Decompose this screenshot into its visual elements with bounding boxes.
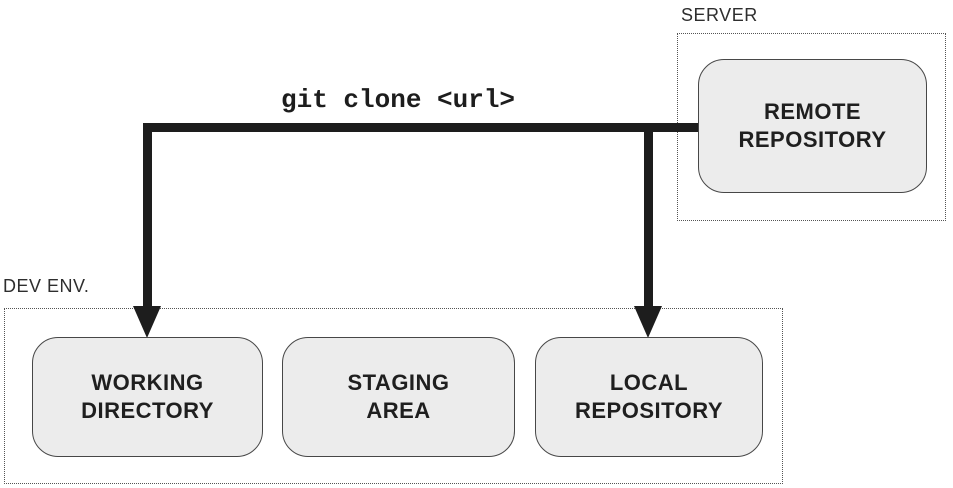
remote-repository-label-line1: REMOTE [763,99,862,124]
dev-env-group-label: DEV ENV. [3,276,90,296]
clone-arrow-vertical-segment-to-local-repository [644,123,653,308]
remote-repository-node: REMOTE REPOSITORY [698,59,927,193]
working-directory-node: WORKING DIRECTORY [32,337,263,457]
clone-arrow-vertical-segment-to-working-directory [143,123,152,308]
arrowhead-into-working-directory [133,306,161,338]
local-repository-label-line2: REPOSITORY [574,398,724,423]
working-directory-label-line1: WORKING [91,370,204,395]
staging-area-label-line1: STAGING [347,370,450,395]
git-clone-command-label: git clone <url> [281,85,516,115]
server-group-label: SERVER [681,5,758,25]
local-repository-node: LOCAL REPOSITORY [535,337,763,457]
staging-area-node: STAGING AREA [282,337,515,457]
staging-area-label-line2: AREA [366,398,431,423]
clone-arrow-horizontal-segment [143,123,698,132]
working-directory-label-line2: DIRECTORY [81,398,214,423]
dev-env-group-box [4,308,783,484]
arrowhead-into-local-repository [634,306,662,338]
remote-repository-label-line2: REPOSITORY [738,127,887,152]
local-repository-label-line1: LOCAL [609,370,689,395]
